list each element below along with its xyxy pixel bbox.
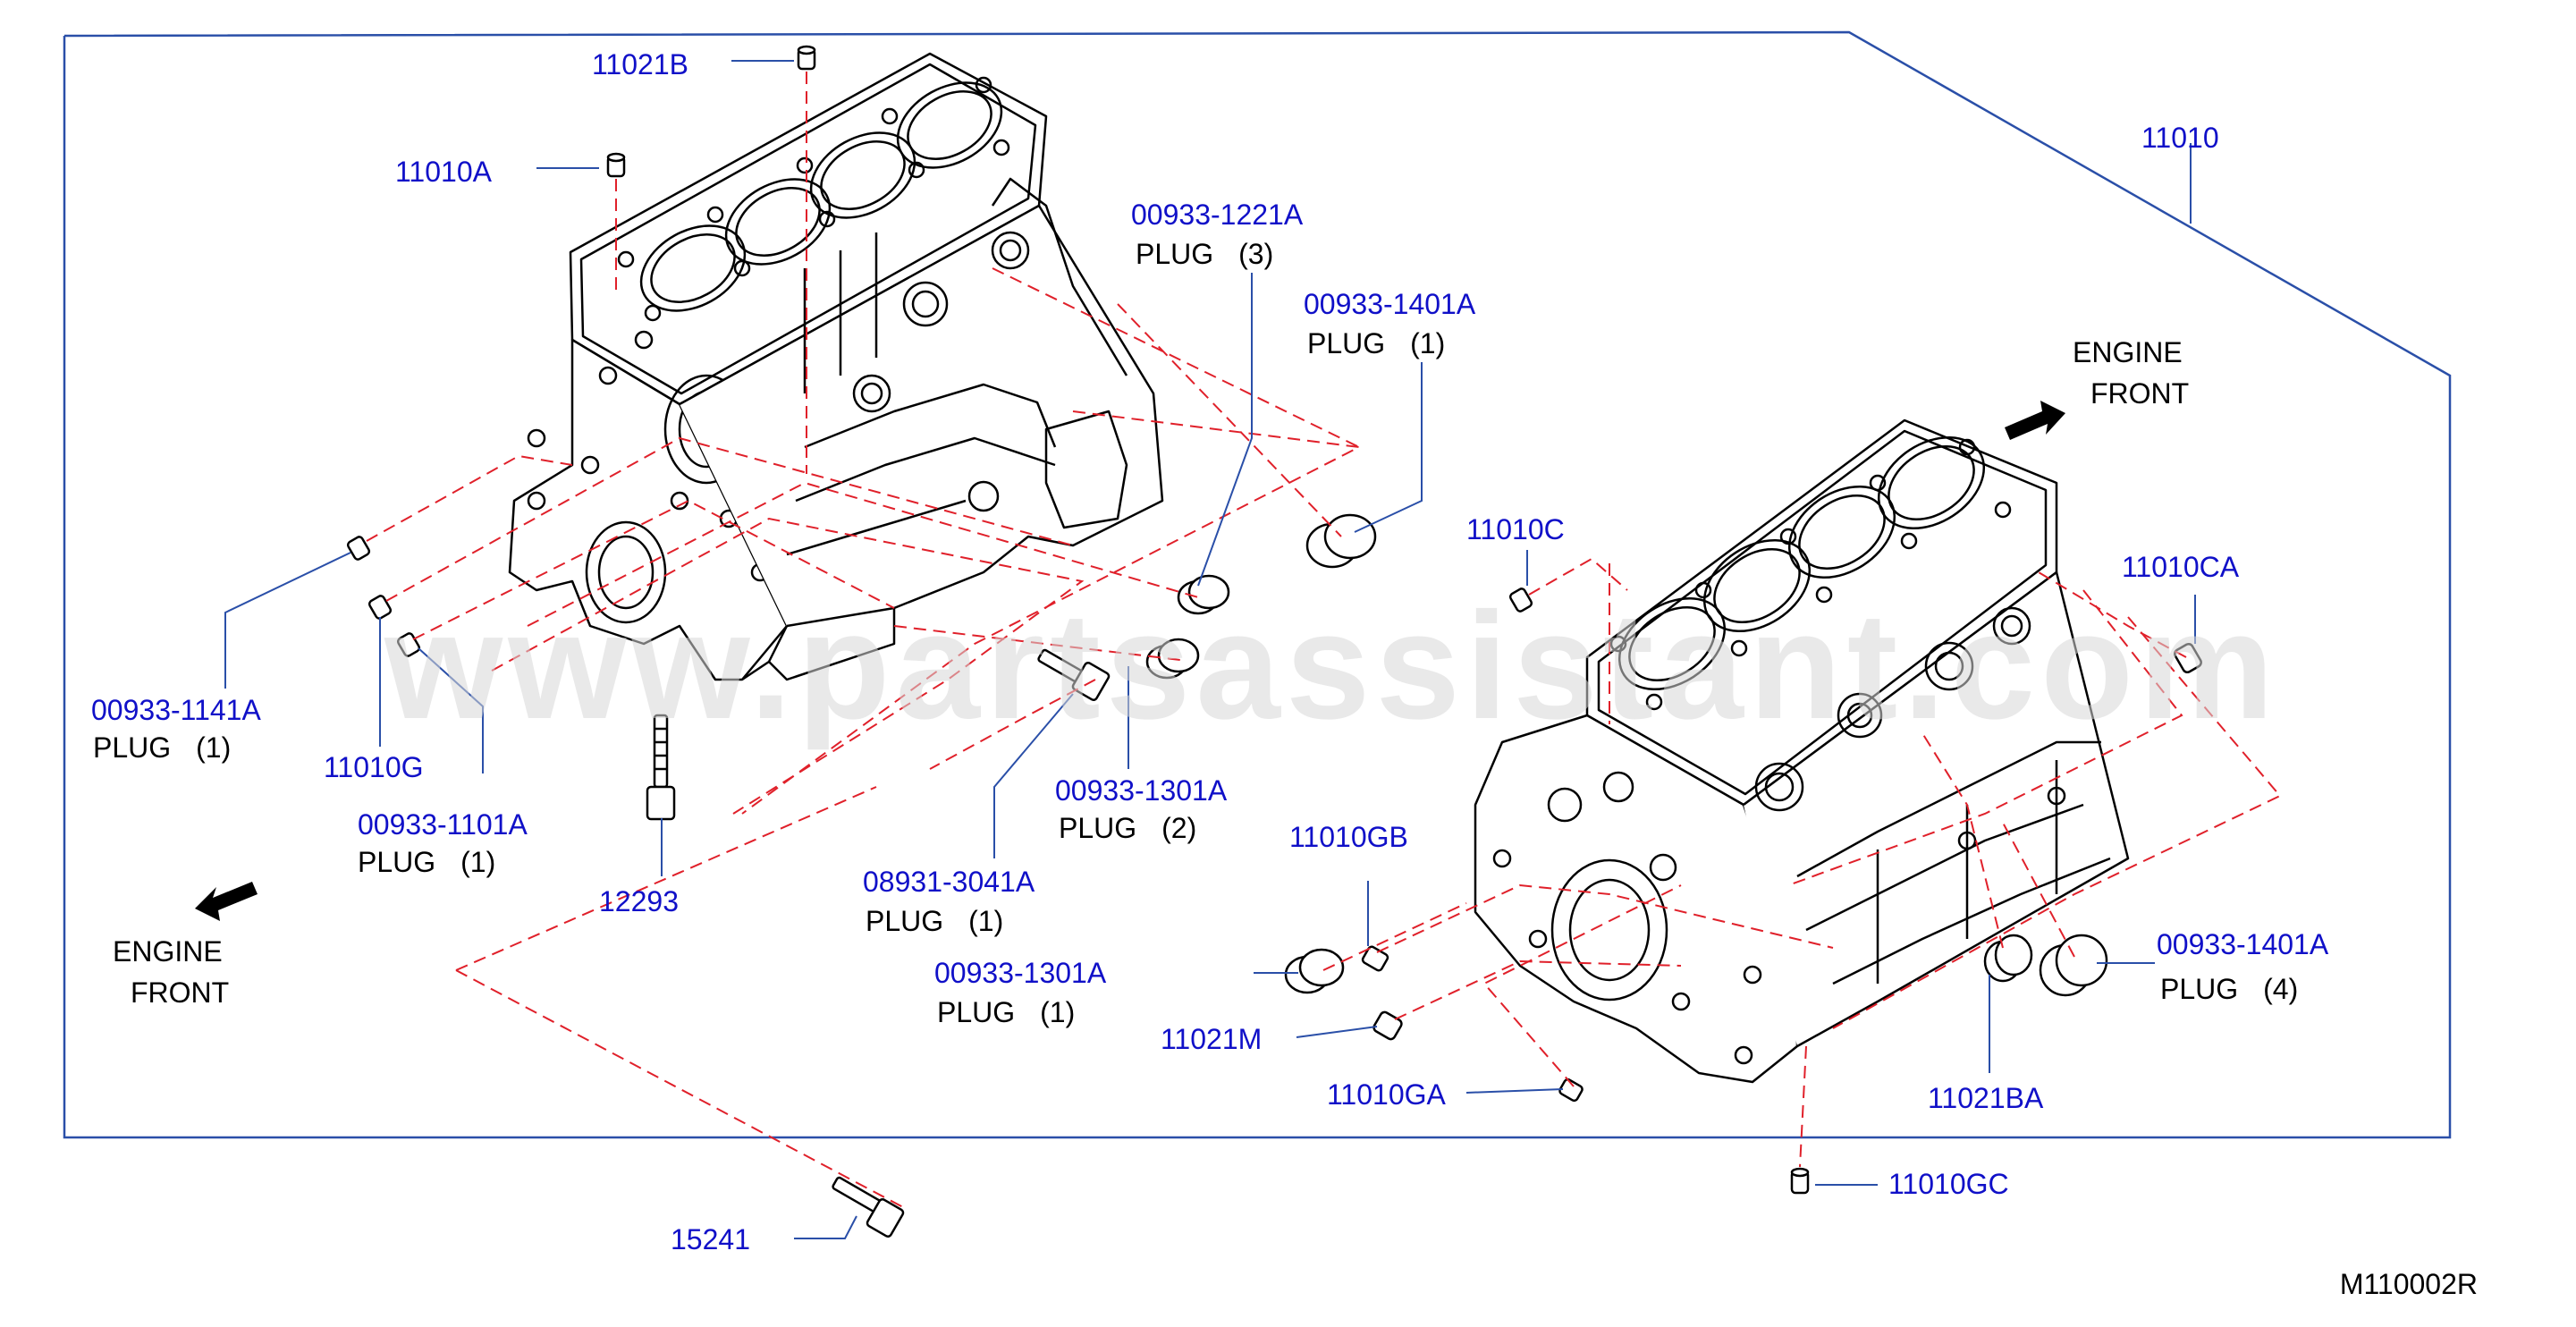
part-00933-1301A-cup-plug[interactable] — [1145, 638, 1200, 680]
callout-00933-1401A-bottom[interactable]: 00933-1401A — [2157, 928, 2329, 960]
callout-11021M[interactable]: 11021M — [1161, 1023, 1263, 1055]
watermark: www.partsassistant.com — [384, 581, 2280, 751]
callout-11021BA[interactable]: 11021BA — [1928, 1082, 2044, 1114]
callout-11010GC[interactable]: 11010GC — [1888, 1168, 2009, 1200]
part-11021B-dowel[interactable] — [797, 45, 816, 71]
plug-word: PLUG — [866, 905, 944, 937]
assembly-dashed-lines — [366, 72, 2282, 1208]
part-11010CA-dowel[interactable] — [2173, 642, 2202, 674]
callout-08931-3041A[interactable]: 08931-3041A — [863, 866, 1035, 898]
plug-quantity: (3) — [1238, 238, 1274, 270]
callout-00933-1401A-top[interactable]: 00933-1401A — [1304, 288, 1476, 320]
part-11010C-dowel[interactable] — [1508, 587, 1533, 613]
plug-quantity: (1) — [968, 905, 1004, 937]
plug-label-00933-1101A: PLUG (1) — [358, 848, 495, 876]
plug-label-00933-1301A-a: PLUG (2) — [1059, 814, 1196, 842]
callout-00933-1221A[interactable]: 00933-1221A — [1131, 199, 1304, 231]
callout-11021B[interactable]: 11021B — [592, 48, 688, 80]
part-00933-1401A-cup-plug-bottom[interactable] — [2039, 934, 2108, 997]
plug-word: PLUG — [1307, 327, 1386, 359]
callout-11010CA[interactable]: 11010CA — [2122, 551, 2240, 583]
diagram-reference-code: M110002R — [2339, 1268, 2478, 1300]
callout-11010A[interactable]: 11010A — [395, 156, 492, 188]
plug-label-00933-1401A-bottom: PLUG (4) — [2160, 975, 2298, 1003]
engine-block-right[interactable] — [1474, 418, 2130, 1084]
callout-11010GB[interactable]: 11010GB — [1289, 821, 1408, 853]
callout-12293[interactable]: 12293 — [599, 885, 679, 917]
plug-label-00933-1141A: PLUG (1) — [93, 733, 231, 762]
engine-block-left[interactable] — [508, 52, 1164, 681]
part-11010G-dowel[interactable] — [367, 595, 393, 620]
plug-quantity: (1) — [196, 731, 232, 764]
part-11010GA-dowel[interactable] — [1558, 1078, 1584, 1103]
plug-label-00933-1401A-top: PLUG (1) — [1307, 329, 1445, 358]
plug-label-08931-3041A: PLUG (1) — [866, 907, 1003, 935]
part-11010A-dowel[interactable] — [606, 152, 626, 178]
plug-word: PLUG — [358, 846, 436, 878]
plug-quantity: (1) — [460, 846, 496, 878]
plug-word: PLUG — [1136, 238, 1214, 270]
part-00933-1141A-plug[interactable] — [346, 536, 371, 561]
callout-11010G[interactable]: 11010G — [324, 751, 424, 783]
callout-00933-1301A-a[interactable]: 00933-1301A — [1055, 774, 1228, 807]
engine-front-left-line1: ENGINE — [113, 935, 223, 968]
engine-front-left-line2: FRONT — [131, 976, 230, 1009]
callout-assembly-11010[interactable]: 11010 — [2141, 122, 2219, 154]
part-12293-stud[interactable] — [646, 714, 676, 821]
assembly-frame — [63, 30, 2452, 1139]
part-00933-1301A-cup-plug-b[interactable] — [1284, 948, 1345, 994]
callout-00933-1301A-b[interactable]: 00933-1301A — [934, 957, 1107, 989]
plug-word: PLUG — [93, 731, 172, 764]
part-15241-bolt[interactable] — [832, 1176, 905, 1238]
part-11021M-dowel[interactable] — [1372, 1010, 1404, 1041]
part-11021BA-cup-plug[interactable] — [1983, 934, 2033, 983]
plug-quantity: (1) — [1040, 996, 1076, 1028]
callout-11010GA[interactable]: 11010GA — [1327, 1078, 1446, 1111]
plug-quantity: (4) — [2263, 973, 2299, 1005]
engine-front-right-line2: FRONT — [2090, 377, 2190, 410]
part-00933-1401A-cup-plug-top[interactable] — [1305, 513, 1377, 569]
leader-lines — [224, 60, 2196, 1239]
engine-front-right-line1: ENGINE — [2073, 336, 2183, 368]
arrow-icon-engine-front-left — [195, 882, 258, 921]
plug-word: PLUG — [937, 996, 1016, 1028]
callout-00933-1101A[interactable]: 00933-1101A — [358, 808, 528, 841]
part-11010GC-dowel[interactable] — [1790, 1167, 1810, 1195]
plug-word: PLUG — [2160, 973, 2239, 1005]
plug-quantity: (2) — [1161, 812, 1197, 844]
callout-11010C[interactable]: 11010C — [1466, 513, 1565, 545]
plug-quantity: (1) — [1410, 327, 1446, 359]
callout-15241[interactable]: 15241 — [671, 1223, 750, 1255]
plug-word: PLUG — [1059, 812, 1137, 844]
plug-label-00933-1221A: PLUG (3) — [1136, 240, 1273, 268]
callout-00933-1141A[interactable]: 00933-1141A — [91, 694, 261, 726]
arrow-icon-engine-front-right — [2005, 401, 2065, 440]
plug-label-00933-1301A-b: PLUG (1) — [937, 998, 1075, 1027]
